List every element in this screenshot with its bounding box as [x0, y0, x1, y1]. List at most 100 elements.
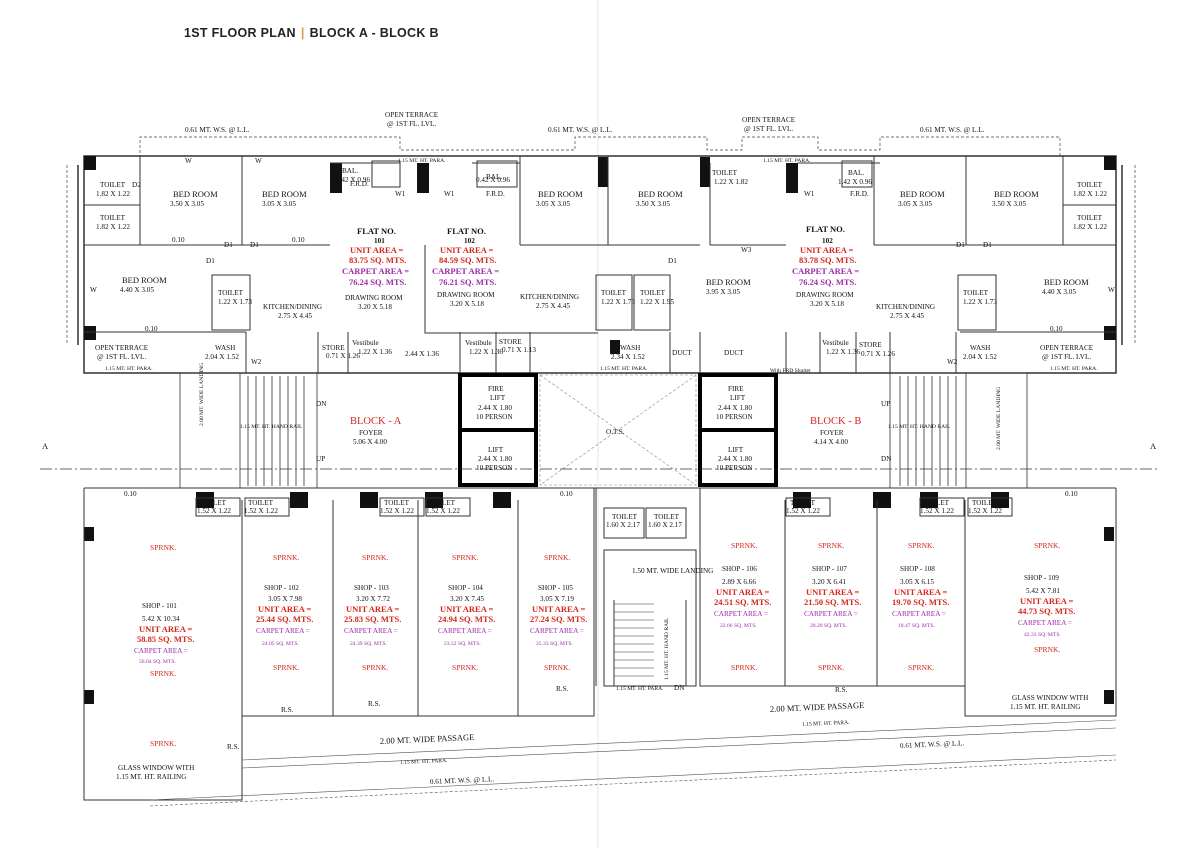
wash-dim-a: 2.04 X 1.52 [205, 353, 239, 361]
terrace-lvl-a: @ 1ST FL. LVL. [97, 353, 146, 361]
vest-dim-a: 1.22 X 1.36 [358, 348, 392, 356]
flat-101-unit-label: UNIT AREA = [350, 245, 403, 255]
bedroom-label-c2: BED ROOM [994, 189, 1039, 199]
shop-107-carpet: 20.20 SQ. MTS. [810, 623, 847, 629]
title-left: 1ST FLOOR PLAN [184, 26, 296, 40]
flat-102b-unit-value: 83.78 SQ. MTS. [799, 255, 856, 265]
shop-103-carpet-label: CARPET AREA = [344, 627, 398, 635]
shop-107-carpet-label: CARPET AREA = [804, 610, 858, 618]
toilet-s6: TOILET [924, 499, 950, 507]
open-terrace-top-b: OPEN TERRACE [742, 116, 796, 124]
shop-108-name: SHOP - 108 [900, 565, 935, 573]
shop-104-carpet-label: CARPET AREA = [438, 627, 492, 635]
glass-window-left-2: 1.15 MT. HT. RAILING [116, 773, 186, 781]
sprk-12: SPRNK. [731, 541, 757, 550]
shop-101-carpet: 56.04 SQ. MTS. [139, 659, 176, 665]
wash-dim-c: 2.04 X 1.52 [963, 353, 997, 361]
page-title: 1ST FLOOR PLAN|BLOCK A - BLOCK B [184, 26, 439, 40]
shop-104-name: SHOP - 104 [448, 584, 483, 592]
window-tag-9: W2 [251, 358, 262, 366]
shop-108-unit-label: UNIT AREA = [894, 587, 947, 597]
bedroom-label-b3: BED ROOM [706, 277, 751, 287]
wash-label-c: WASH [970, 344, 990, 352]
toilet-s9: TOILET [654, 513, 680, 521]
shop-106-name: SHOP - 106 [722, 565, 757, 573]
lift-a-label: LIFT [488, 446, 504, 454]
ots-label: O.T.S. [606, 428, 625, 436]
shop-106-unit: 24.51 SQ. MTS. [714, 597, 771, 607]
sprk-16: SPRNK. [908, 541, 934, 550]
flat-101-no: 101 [374, 237, 385, 245]
shop-102-unit-label: UNIT AREA = [258, 604, 311, 614]
sprk-11: SPRNK. [544, 663, 570, 672]
sprk-14: SPRNK. [818, 541, 844, 550]
shop-108-carpet-label: CARPET AREA = [892, 610, 946, 618]
toilet-s3: TOILET [384, 499, 410, 507]
bedroom-dim-a1: 3.50 X 3.05 [170, 200, 204, 208]
kitchen-label-b1: KITCHEN/DINING [520, 293, 579, 301]
sprk-3: SPRNK. [150, 739, 176, 748]
door-tag-6: D1 [983, 241, 992, 249]
ht-para-c: 1.15 MT. HT. PARA. [1050, 366, 1098, 372]
shop-103-unit: 25.83 SQ. MTS. [344, 614, 401, 624]
terrace-lvl-c: @ 1ST FL. LVL. [1042, 353, 1091, 361]
door-tag-5: D1 [668, 257, 677, 265]
frd-tag-1: F.R.D. [350, 180, 369, 188]
bal-dim-c: 1.42 X 0.96 [838, 178, 872, 186]
toilet-dim-a3: 1.22 X 1.73 [218, 298, 252, 306]
flat-102b-no: 102 [822, 237, 833, 245]
shop-105-dim: 3.05 X 7.19 [540, 595, 574, 603]
sprk-9: SPRNK. [452, 663, 478, 672]
foyer-dim-b: 4.14 X 4.00 [814, 438, 848, 446]
wash-label-b: WASH [620, 344, 640, 352]
bedroom-label-c3: BED ROOM [1044, 277, 1089, 287]
sprk-6: SPRNK. [362, 553, 388, 562]
flat-102a-carpet-label: CARPET AREA = [432, 266, 499, 276]
hand-rail-a: 1.15 MT. HT. HAND RAIL [240, 424, 303, 430]
toilet-label-c2: TOILET [1077, 214, 1103, 222]
rs-tag-5: R.S. [227, 743, 240, 751]
shop-109-carpet-label: CARPET AREA = [1018, 619, 1072, 627]
window-tag-6: W1 [804, 190, 815, 198]
block-a-label: BLOCK - A [350, 416, 402, 427]
toilet-s5-dim: 1.52 X 1.22 [786, 507, 820, 515]
landing-shop-1: 1.50 MT. WIDE LANDING [632, 567, 713, 575]
shop-106-carpet-label: CARPET AREA = [714, 610, 768, 618]
store-label-a: STORE [322, 344, 345, 352]
toilet-s2: TOILET [248, 499, 274, 507]
drawing-dim-c: 3.20 X 5.18 [810, 300, 844, 308]
sprk-4: SPRNK. [273, 553, 299, 562]
foyer-label-a: FOYER [359, 429, 383, 437]
lobby-dim-a: 2.44 X 1.36 [405, 350, 439, 358]
stair-block-b [889, 372, 1028, 489]
fire-lift-a-cap: 10 PERSON [476, 413, 513, 421]
shop-103-name: SHOP - 103 [354, 584, 389, 592]
shop-109-carpet: 42.33 SQ. MTS. [1024, 632, 1061, 638]
wash-dim-b: 2.34 X 1.52 [611, 353, 645, 361]
upper-partitions [84, 156, 1116, 373]
toilet-dim-b2: 1.22 X 1.73 [601, 298, 635, 306]
toilet-label-b3: TOILET [640, 289, 666, 297]
ht-para-passage-1: 1.15 MT. HT. PARA. [400, 758, 448, 766]
sprk-18: SPRNK. [1034, 541, 1060, 550]
lift-a-cap: 10 PERSON [476, 464, 513, 472]
upper-outer-walls [77, 155, 1123, 374]
sprk-5: SPRNK. [273, 663, 299, 672]
glass-window-left-1: GLASS WINDOW WITH [118, 764, 194, 772]
hand-rail-b: 1.15 MT. HT. HAND RAIL [888, 424, 951, 430]
top-ws-outline [66, 136, 1136, 345]
rs-tag-4: R.S. [835, 686, 848, 694]
columns [84, 156, 1116, 704]
shop-108-dim: 3.05 X 6.15 [900, 578, 934, 586]
window-tag-1: W [185, 157, 192, 165]
shop-108-carpet: 18.47 SQ. MTS. [898, 623, 935, 629]
shop-104-unit-label: UNIT AREA = [440, 604, 493, 614]
shop-107-unit: 21.50 SQ. MTS. [804, 597, 861, 607]
bedroom-label-a1: BED ROOM [173, 189, 218, 199]
toilet-s5: TOILET [790, 499, 816, 507]
shop-109-unit-label: UNIT AREA = [1020, 596, 1073, 606]
shop-walls [83, 487, 1117, 801]
shop-101-dim: 5.42 X 10.34 [142, 615, 180, 623]
dim-010-2: 0.10 [172, 236, 185, 244]
shop-107-dim: 3.20 X 6.41 [812, 578, 846, 586]
